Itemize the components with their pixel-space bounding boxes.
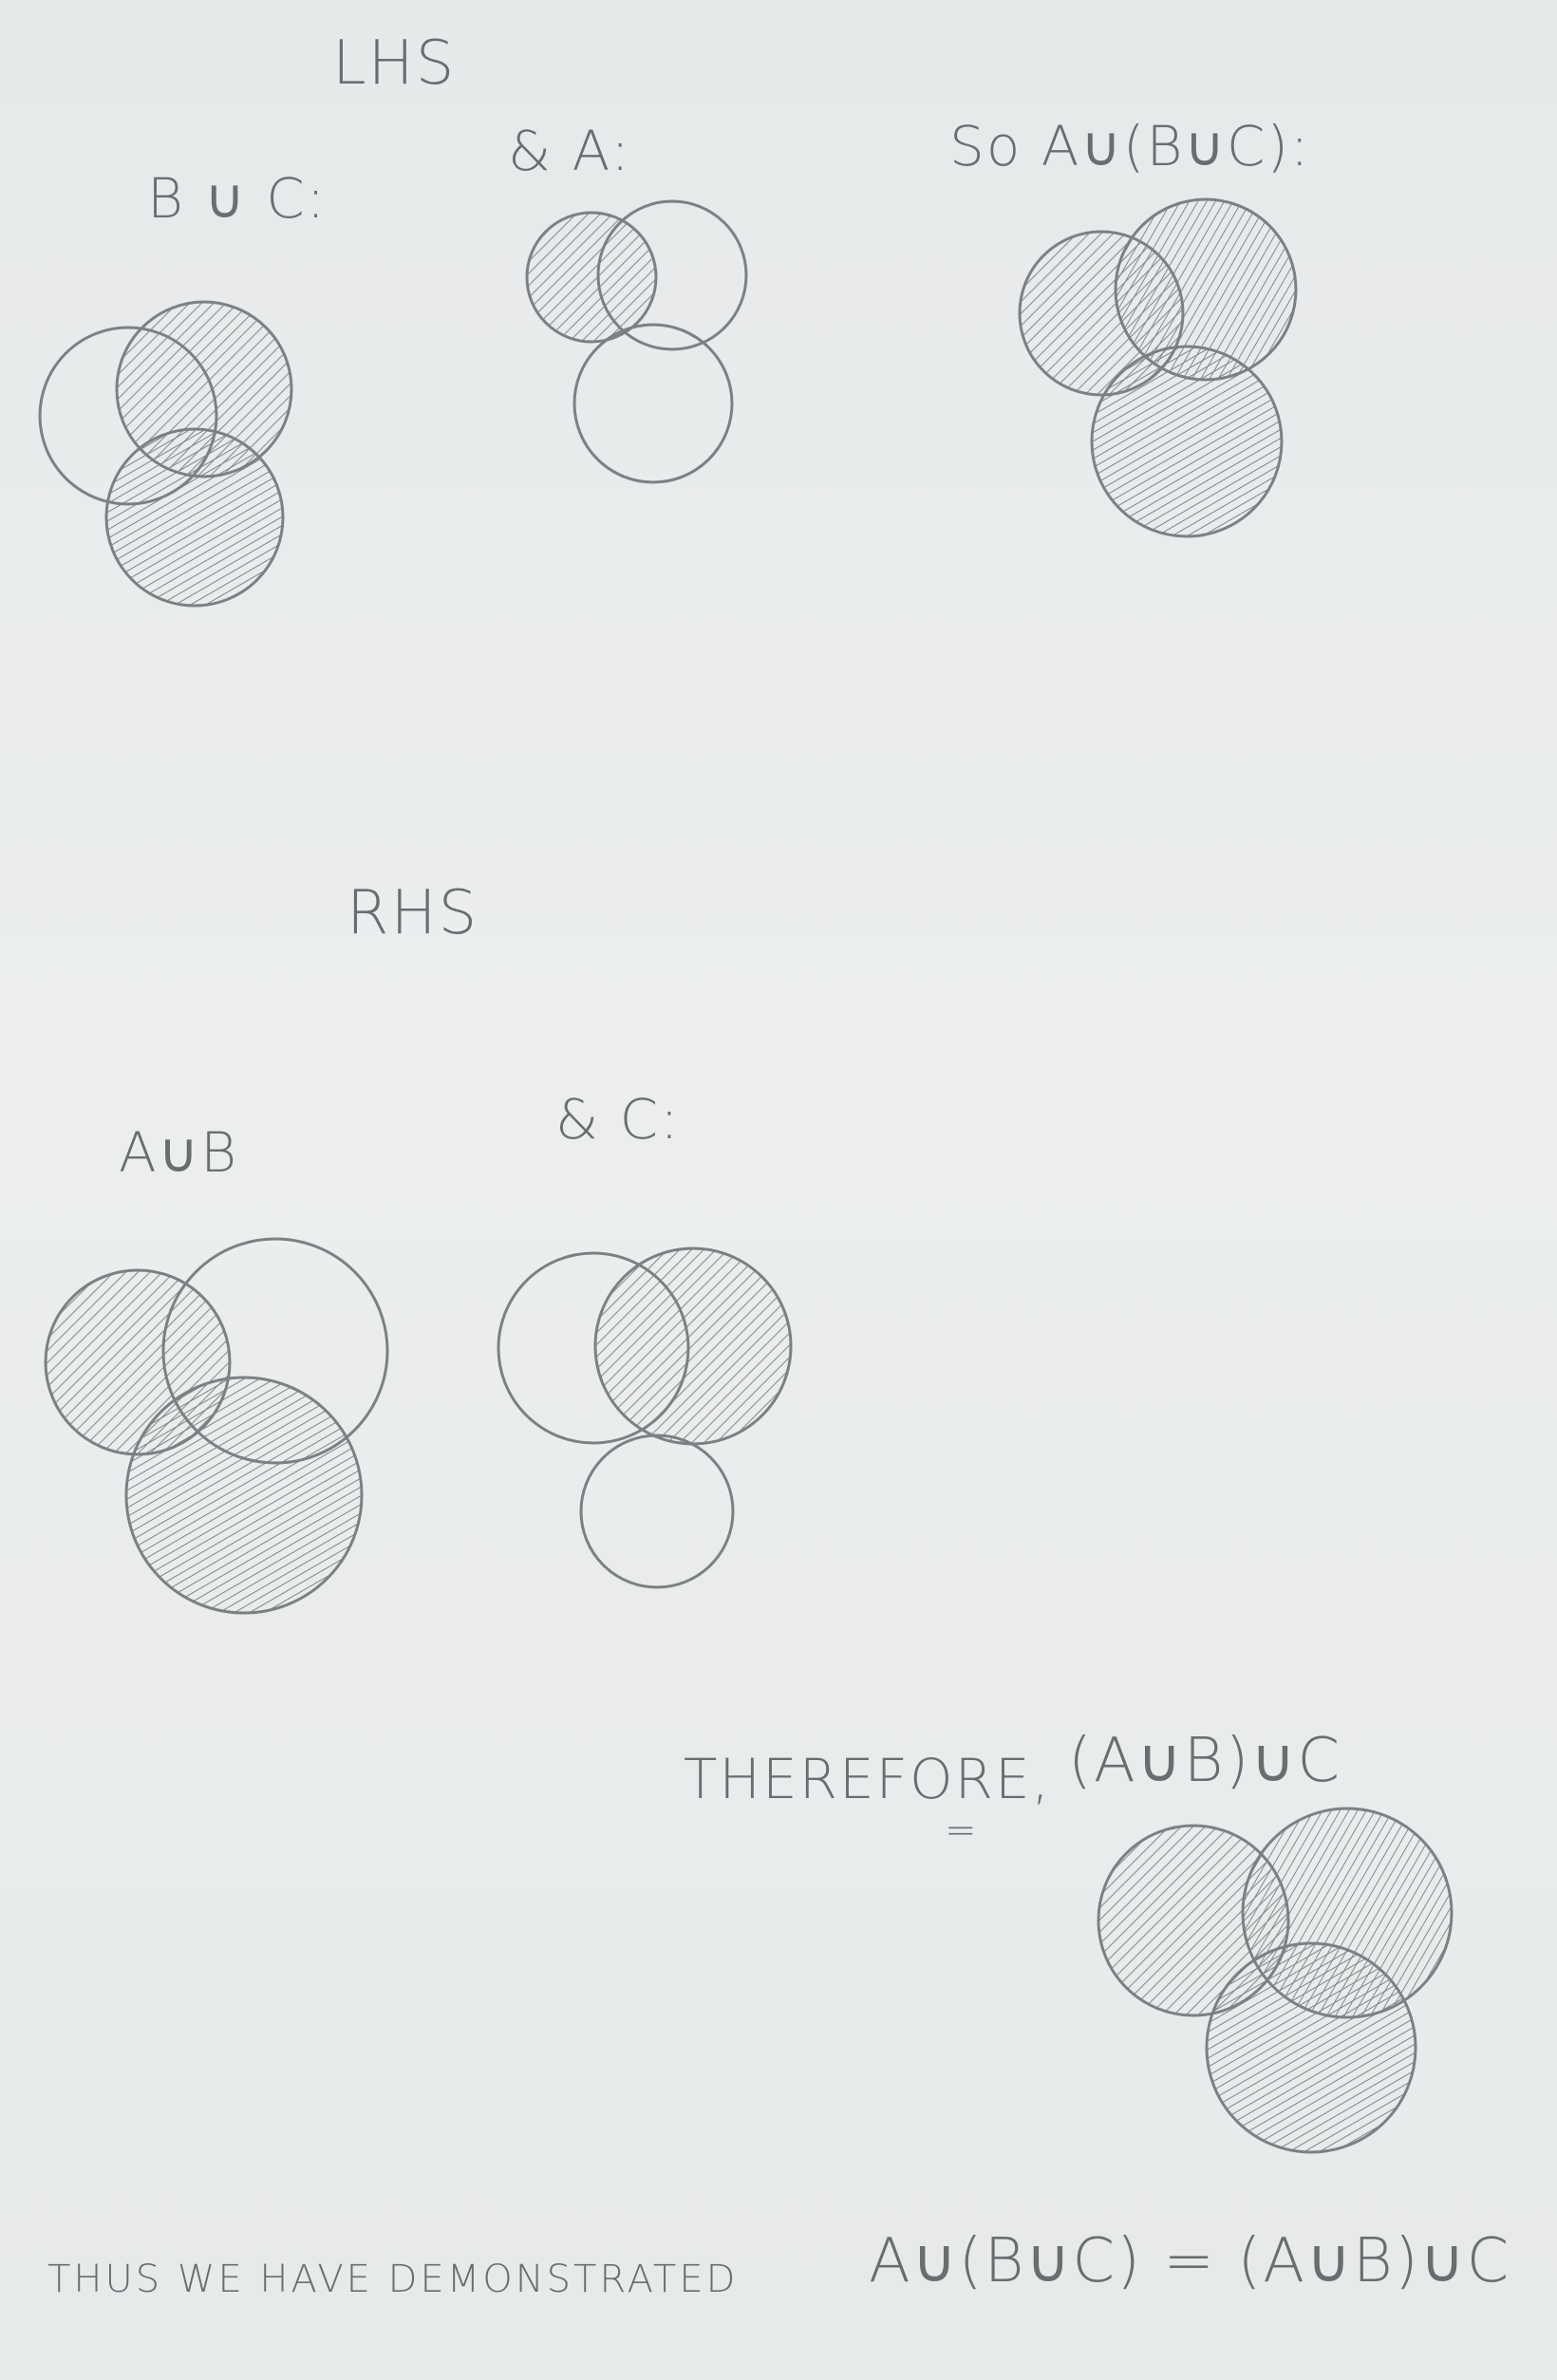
circle-c xyxy=(572,323,734,484)
equals-sign: = xyxy=(945,1808,980,1852)
circle-c xyxy=(1205,1941,1417,2154)
therefore-expression: (A∪B)∪C xyxy=(1068,1726,1341,1796)
conclusion-equation: A∪(B∪C) = (A∪B)∪C xyxy=(869,2226,1511,2296)
circle-c xyxy=(1090,345,1284,538)
venn-a xyxy=(525,199,748,484)
circle-a xyxy=(1018,230,1185,397)
circle-b xyxy=(596,199,748,351)
circle-b xyxy=(115,300,293,478)
and-a-label: & A: xyxy=(508,119,631,183)
circle-b xyxy=(161,1237,389,1465)
venn-a-union-b xyxy=(44,1237,389,1615)
circle-b xyxy=(1241,1807,1454,2019)
therefore-label: THEREFORE, xyxy=(684,1747,1052,1811)
circle-a xyxy=(497,1251,690,1445)
venn-a-union-b-union-c xyxy=(1018,197,1298,538)
venn-b-union-c xyxy=(38,300,293,608)
and-c-label: & C: xyxy=(555,1087,681,1152)
conclusion-text: THUS WE HAVE DEMONSTRATED xyxy=(47,2258,739,2301)
lhs-heading: LHS xyxy=(332,28,457,99)
circle-a xyxy=(44,1268,232,1456)
b-union-c-label: B ∪ C: xyxy=(147,166,328,231)
circle-a xyxy=(38,326,218,506)
circle-c xyxy=(579,1434,735,1589)
venn-c xyxy=(497,1246,793,1589)
circle-c xyxy=(124,1376,364,1615)
venn-a-union-b-union-c-rhs xyxy=(1097,1807,1454,2154)
circle-a xyxy=(1097,1824,1290,2017)
rhs-heading: RHS xyxy=(347,878,479,948)
circle-b xyxy=(1114,197,1298,382)
circle-a xyxy=(525,211,658,344)
circle-c xyxy=(104,427,285,608)
a-union-b-label: A∪B xyxy=(119,1120,239,1185)
so-result-label: So A∪(B∪C): xyxy=(949,114,1311,178)
